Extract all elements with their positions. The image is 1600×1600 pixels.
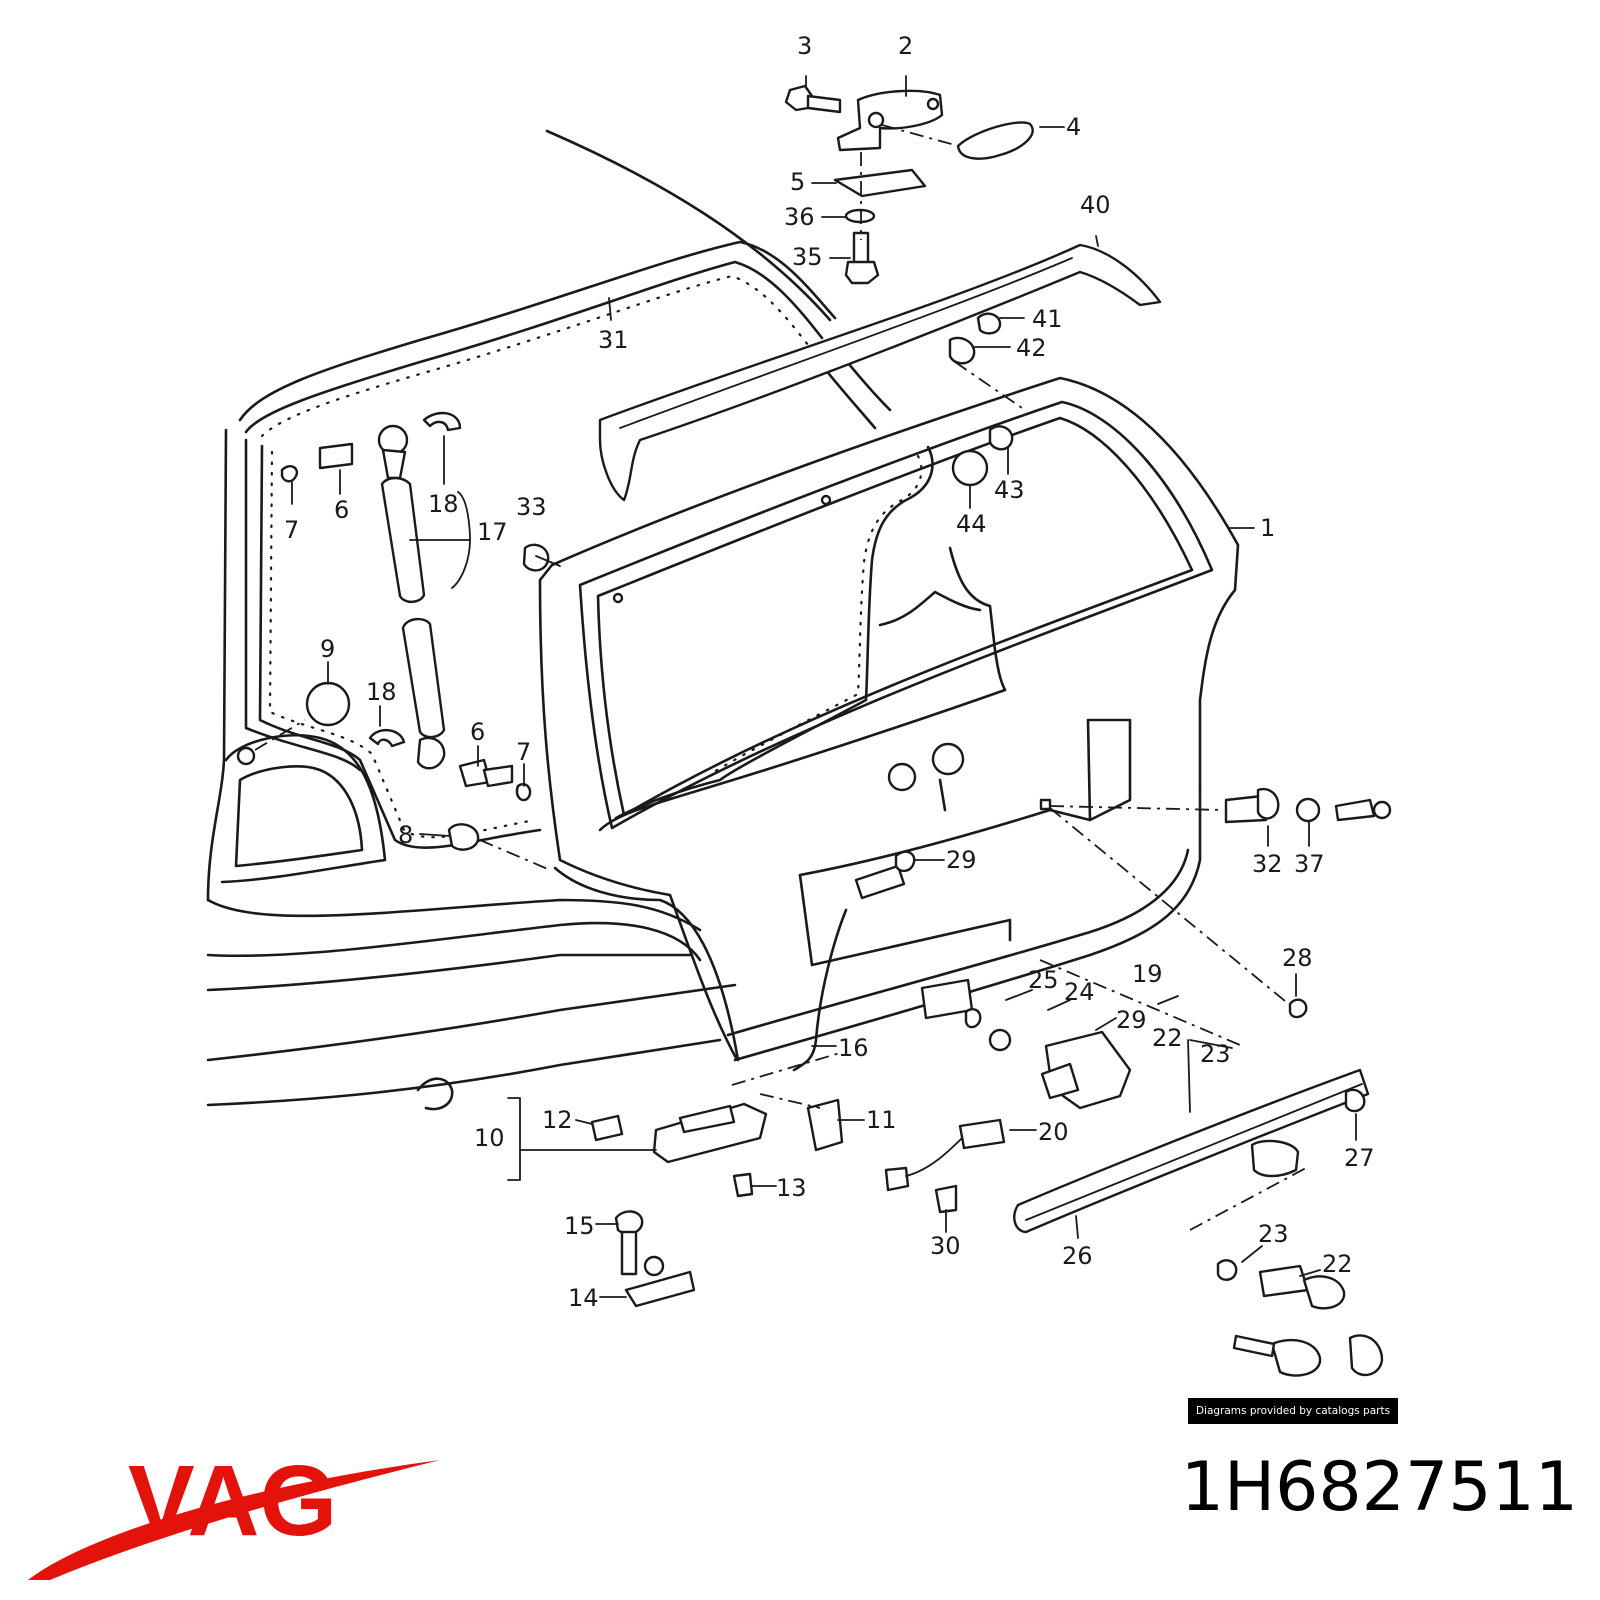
callout-25: 25 bbox=[1028, 966, 1059, 994]
callout-40: 40 bbox=[1080, 191, 1111, 219]
callout-29a: 29 bbox=[946, 846, 977, 874]
leader-lines bbox=[291, 75, 1357, 1298]
callout-24: 24 bbox=[1064, 978, 1095, 1006]
vag-logo: VAG bbox=[28, 1445, 440, 1580]
callout-41: 41 bbox=[1032, 305, 1063, 333]
callout-14: 14 bbox=[568, 1284, 599, 1312]
callout-7b: 7 bbox=[516, 738, 531, 766]
gas-struts bbox=[236, 411, 551, 871]
callout-20: 20 bbox=[1038, 1118, 1069, 1146]
brand-name: VAG bbox=[128, 1445, 337, 1557]
car-body bbox=[206, 129, 892, 1111]
callout-26: 26 bbox=[1062, 1242, 1093, 1270]
callout-labels: 3 2 4 5 36 35 40 31 41 42 43 44 1 7 6 18… bbox=[284, 32, 1375, 1312]
callout-33: 33 bbox=[516, 493, 547, 521]
callout-29b: 29 bbox=[1116, 1006, 1147, 1034]
callout-27: 27 bbox=[1344, 1144, 1375, 1172]
callout-12: 12 bbox=[542, 1106, 573, 1134]
callout-5: 5 bbox=[790, 168, 805, 196]
callout-36: 36 bbox=[784, 203, 815, 231]
callout-10: 10 bbox=[474, 1124, 505, 1152]
callout-9: 9 bbox=[320, 635, 335, 663]
callout-6a: 6 bbox=[334, 496, 349, 524]
callout-22b: 22 bbox=[1322, 1250, 1353, 1278]
callout-13: 13 bbox=[776, 1174, 807, 1202]
callout-1: 1 bbox=[1260, 514, 1275, 542]
callout-7a: 7 bbox=[284, 516, 299, 544]
callout-4: 4 bbox=[1066, 113, 1081, 141]
logo-swoosh bbox=[28, 1460, 440, 1580]
callout-44: 44 bbox=[956, 510, 987, 538]
tailgate bbox=[538, 376, 1240, 1062]
callout-37: 37 bbox=[1294, 850, 1325, 878]
callout-16: 16 bbox=[838, 1034, 869, 1062]
callout-11: 11 bbox=[866, 1106, 897, 1134]
callout-31: 31 bbox=[598, 326, 629, 354]
callout-18a: 18 bbox=[428, 490, 459, 518]
handle-latch bbox=[920, 959, 1384, 1377]
callout-18b: 18 bbox=[366, 678, 397, 706]
callout-19: 19 bbox=[1132, 960, 1163, 988]
callout-22a: 22 bbox=[1152, 1024, 1183, 1052]
callout-15: 15 bbox=[564, 1212, 595, 1240]
callout-42: 42 bbox=[1016, 334, 1047, 362]
callout-23b: 23 bbox=[1258, 1220, 1289, 1248]
hinge-assembly bbox=[784, 84, 1034, 285]
callout-28: 28 bbox=[1282, 944, 1313, 972]
spoiler bbox=[598, 243, 1162, 502]
callout-43: 43 bbox=[994, 476, 1025, 504]
lock-parts bbox=[590, 850, 1006, 1308]
callout-23a: 23 bbox=[1200, 1040, 1231, 1068]
callout-32: 32 bbox=[1252, 850, 1283, 878]
callout-35: 35 bbox=[792, 243, 823, 271]
callout-8: 8 bbox=[398, 821, 413, 849]
part-number: 1H6827511 bbox=[1180, 1448, 1578, 1527]
fasteners-right bbox=[948, 312, 1392, 1011]
callout-2: 2 bbox=[898, 32, 913, 60]
callout-6b: 6 bbox=[470, 718, 485, 746]
callout-30: 30 bbox=[930, 1232, 961, 1260]
diagram-credit: Diagrams provided by catalogs parts bbox=[1188, 1398, 1398, 1424]
callout-17: 17 bbox=[477, 518, 508, 546]
callout-3: 3 bbox=[797, 32, 812, 60]
